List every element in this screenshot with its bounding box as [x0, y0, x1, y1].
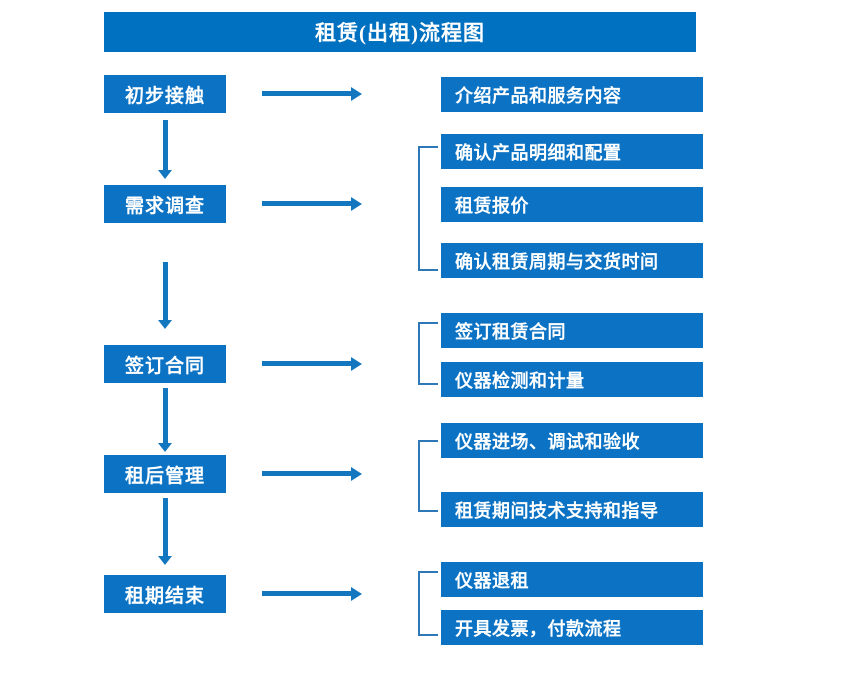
detail-box-3-2[interactable]: 仪器检测和计量: [441, 362, 703, 397]
detail-box-3-1[interactable]: 签订租赁合同: [441, 313, 703, 348]
stage-box-5[interactable]: 租期结束: [104, 575, 226, 613]
flow-arrow-stage-3-to-details: [262, 357, 362, 371]
stage-box-3[interactable]: 签订合同: [104, 345, 226, 383]
stage-box-4[interactable]: 租后管理: [104, 455, 226, 493]
arrow-shaft: [163, 498, 168, 556]
arrow-shaft: [262, 201, 352, 206]
arrow-head: [351, 587, 362, 601]
arrow-shaft: [262, 361, 352, 366]
flow-arrow-stage-2-to-3: [158, 262, 172, 330]
flow-arrow-stage-4-to-5: [158, 498, 172, 566]
detail-box-5-2[interactable]: 开具发票，付款流程: [441, 610, 703, 645]
arrow-head: [351, 87, 362, 101]
detail-box-4-1[interactable]: 仪器进场、调试和验收: [441, 423, 703, 458]
arrow-shaft: [262, 471, 352, 476]
flow-arrow-stage-1-to-2: [158, 120, 172, 180]
arrow-head: [351, 197, 362, 211]
stage-box-2[interactable]: 需求调查: [104, 185, 226, 223]
detail-box-2-2[interactable]: 租赁报价: [441, 187, 703, 222]
group-bracket-4: [418, 440, 438, 512]
arrow-shaft: [262, 91, 352, 96]
flow-arrow-stage-4-to-details: [262, 467, 362, 481]
flow-arrow-stage-1-to-details: [262, 87, 362, 101]
detail-box-2-1[interactable]: 确认产品明细和配置: [441, 134, 703, 169]
flow-arrow-stage-2-to-details: [262, 197, 362, 211]
stage-box-1[interactable]: 初步接触: [104, 75, 226, 113]
arrow-head: [158, 556, 172, 565]
arrow-shaft: [163, 388, 168, 443]
arrow-head: [158, 170, 172, 179]
flow-arrow-stage-5-to-details: [262, 587, 362, 601]
detail-box-2-3[interactable]: 确认租赁周期与交货时间: [441, 243, 703, 278]
group-bracket-2: [418, 146, 438, 271]
group-bracket-3: [418, 322, 438, 385]
arrow-head: [158, 443, 172, 452]
detail-box-1-1[interactable]: 介绍产品和服务内容: [441, 77, 703, 112]
detail-box-5-1[interactable]: 仪器退租: [441, 562, 703, 597]
group-bracket-5: [418, 571, 438, 636]
diagram-title: 租赁(出租)流程图: [104, 12, 696, 52]
arrow-shaft: [163, 120, 168, 170]
detail-box-4-2[interactable]: 租赁期间技术支持和指导: [441, 492, 703, 527]
arrow-head: [351, 357, 362, 371]
arrow-head: [351, 467, 362, 481]
arrow-shaft: [262, 591, 352, 596]
arrow-shaft: [163, 262, 168, 320]
arrow-head: [158, 320, 172, 329]
flow-arrow-stage-3-to-4: [158, 388, 172, 453]
